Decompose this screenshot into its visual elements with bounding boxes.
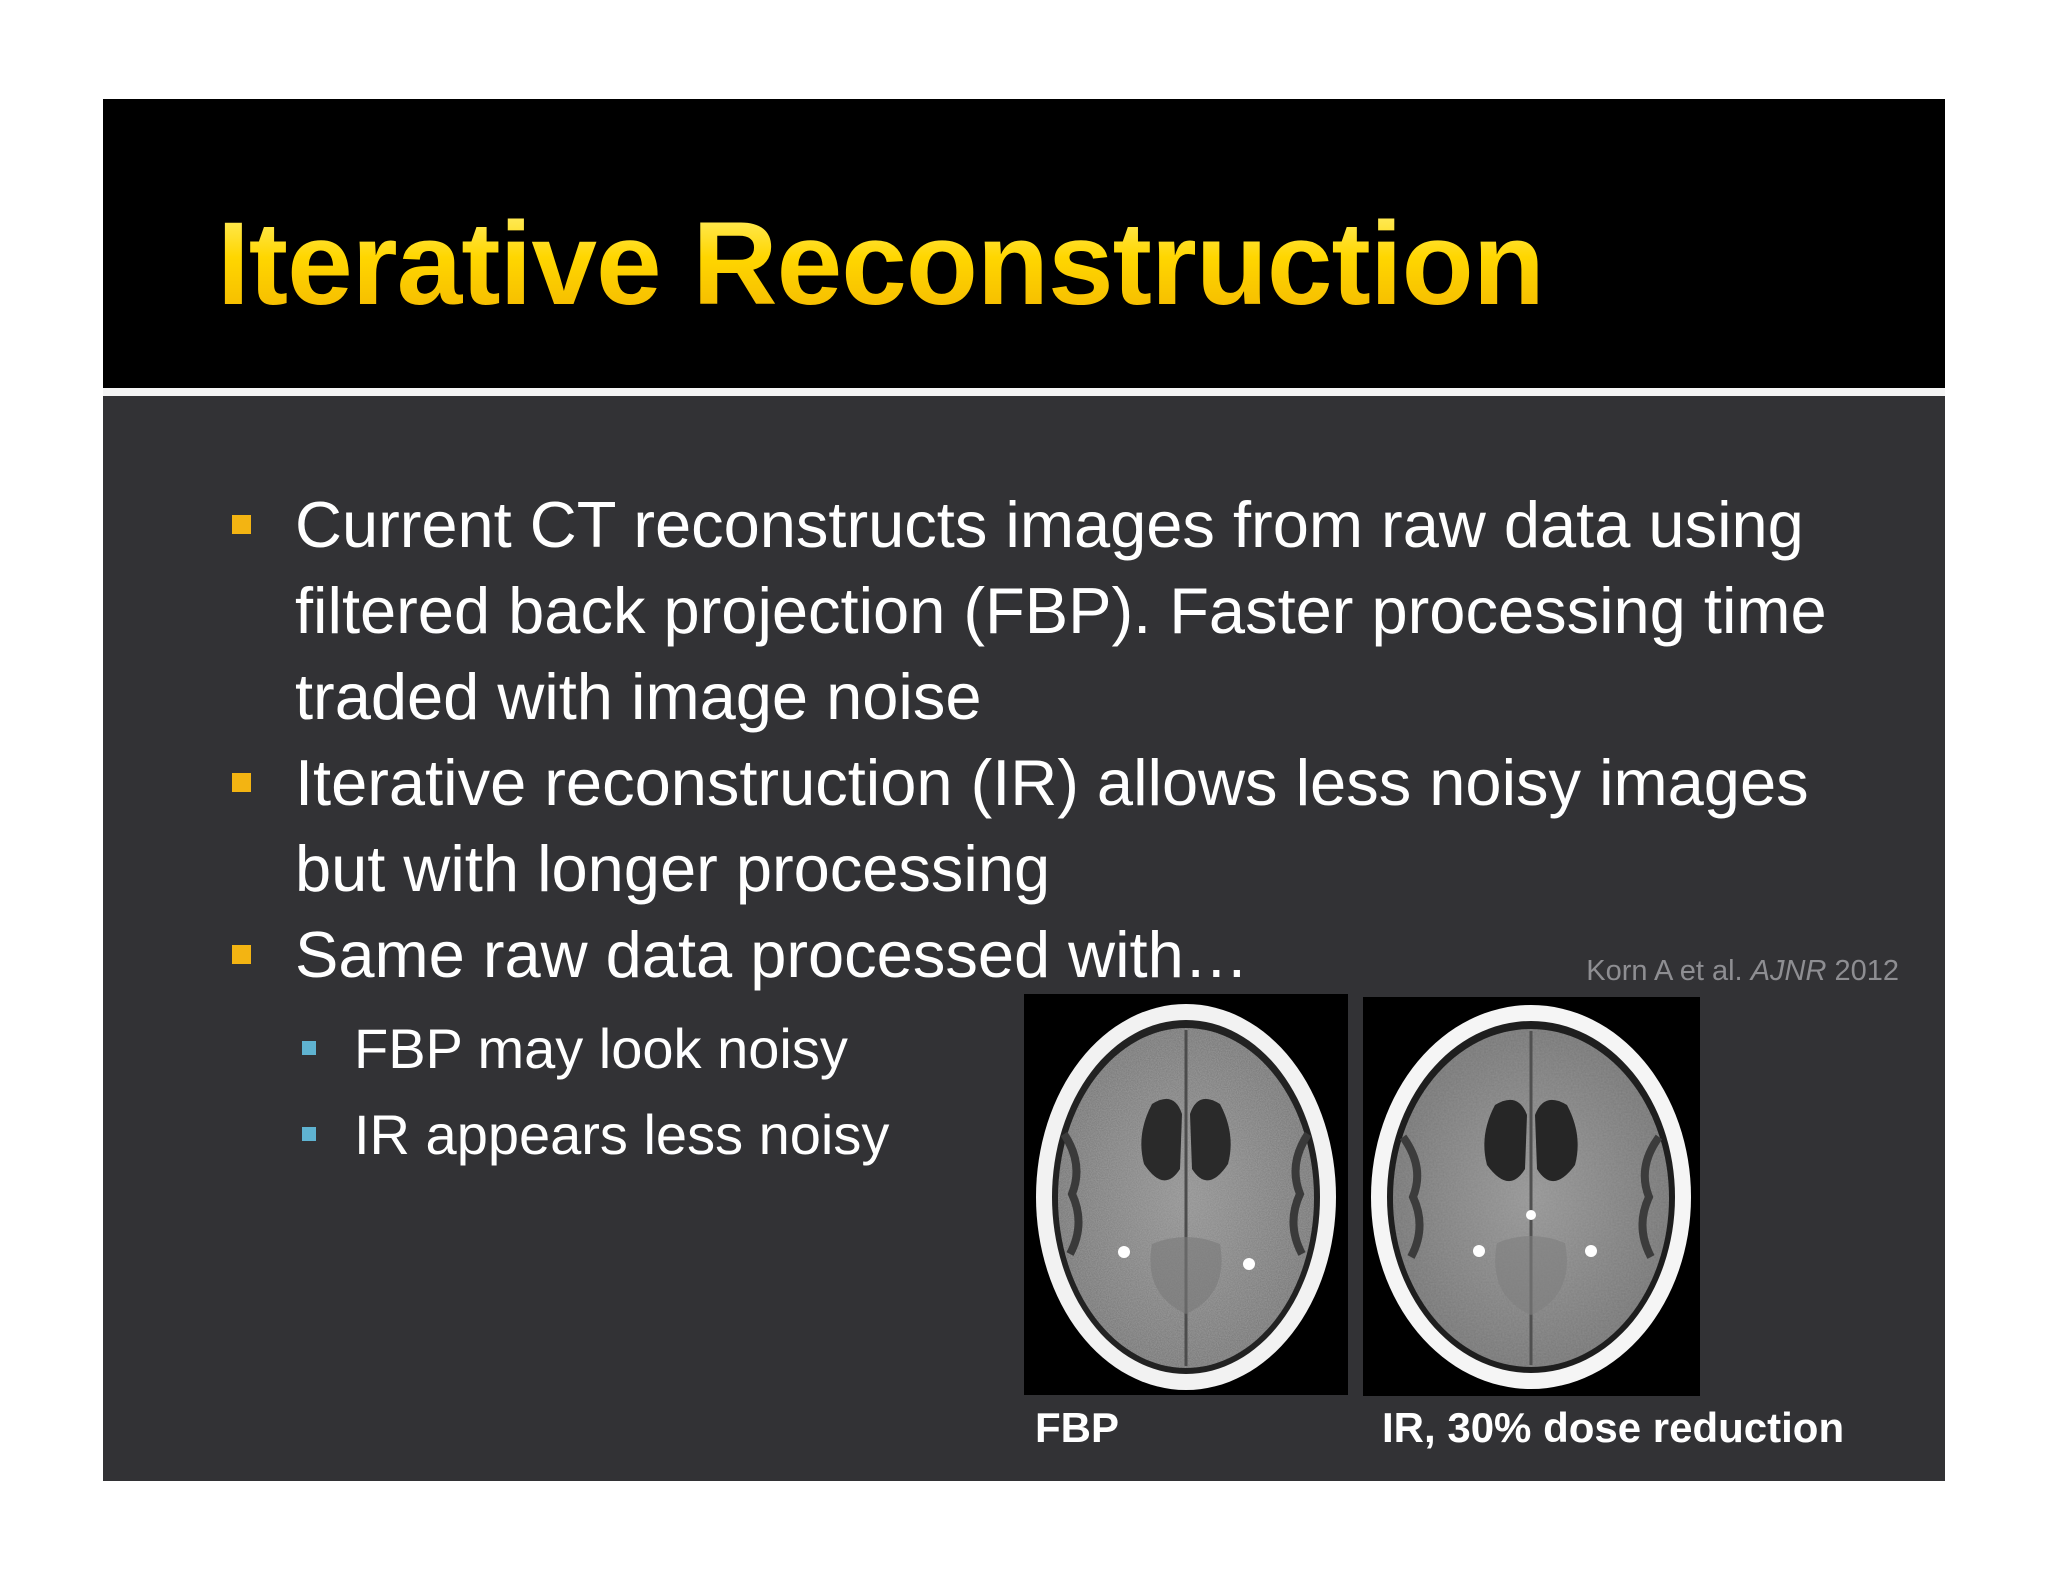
title-divider xyxy=(103,388,1945,396)
fbp-ct-image xyxy=(1024,994,1348,1395)
square-bullet-icon xyxy=(302,1127,316,1141)
title-bar: Iterative Reconstruction xyxy=(103,99,1945,388)
bullet-text: Same raw data processed with… xyxy=(295,918,1249,991)
citation-journal: AJNR xyxy=(1750,955,1827,987)
bullet-text: Iterative reconstruction (IR) allows les… xyxy=(295,746,1809,905)
sub-bullet-item: FBP may look noisy xyxy=(302,1014,1054,1084)
citation-authors: Korn A et al. xyxy=(1586,955,1743,987)
sub-bullet-item: IR appears less noisy xyxy=(302,1100,1054,1170)
square-bullet-icon xyxy=(232,515,251,534)
square-bullet-icon xyxy=(302,1041,316,1055)
slide-title: Iterative Reconstruction xyxy=(217,198,1545,330)
sub-bullet-text: FBP may look noisy xyxy=(354,1017,848,1080)
citation: Korn A et al. AJNR 2012 xyxy=(1559,954,1899,988)
ir-image-label: IR, 30% dose reduction xyxy=(1382,1404,1845,1451)
bullet-item: Same raw data processed with… xyxy=(232,912,1915,998)
brain-ct-scan-icon xyxy=(1363,997,1700,1396)
bullet-item: Iterative reconstruction (IR) allows les… xyxy=(232,740,1915,912)
square-bullet-icon xyxy=(232,945,251,964)
fbp-image-label: FBP xyxy=(1035,1404,1119,1451)
square-bullet-icon xyxy=(232,773,251,792)
slide: Iterative Reconstruction Current CT reco… xyxy=(103,99,1945,1481)
sub-bullet-text: IR appears less noisy xyxy=(354,1103,890,1166)
bullet-item: Current CT reconstructs images from raw … xyxy=(232,482,1915,740)
citation-year: 2012 xyxy=(1834,955,1899,987)
ir-ct-image xyxy=(1363,997,1700,1396)
bullet-text: Current CT reconstructs images from raw … xyxy=(295,488,1827,733)
brain-ct-scan-icon xyxy=(1024,994,1348,1395)
